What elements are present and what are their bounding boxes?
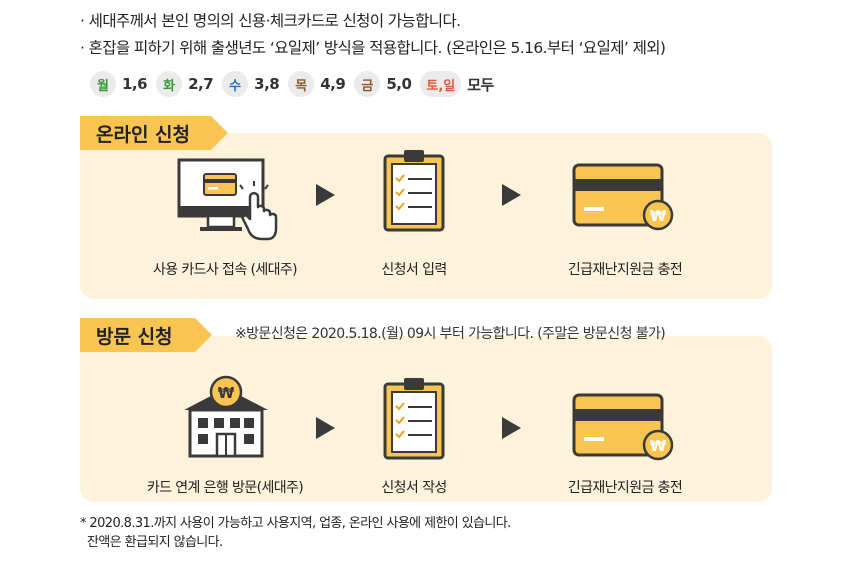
svg-text:₩: ₩ <box>650 437 667 455</box>
online-tab-title: 온라인 신청 <box>80 116 228 150</box>
weekday-wed: 수 3,8 <box>222 71 280 97</box>
bank-icon: ₩ <box>184 375 268 458</box>
day-numbers: 3,8 <box>254 75 280 93</box>
day-badge: 월 <box>90 71 116 97</box>
weekday-schedule: 월 1,6 화 2,7 수 3,8 목 4,9 금 5,0 토,일 모두 <box>90 70 503 98</box>
computer-click-icon <box>177 158 278 241</box>
day-badge: 수 <box>222 71 249 97</box>
svg-text:₩: ₩ <box>650 207 667 225</box>
weekend: 토,일 모두 <box>420 71 494 97</box>
card-icon: ₩ <box>572 163 674 231</box>
day-numbers: 5,0 <box>386 75 412 93</box>
online-step-label: 사용 카드사 접속 (세대주) <box>152 262 298 278</box>
clipboard-icon <box>383 150 445 232</box>
online-step-label: 신청서 입력 <box>381 262 447 278</box>
notes: · 세대주께서 본인 명의의 신용·체크카드로 신청이 가능합니다. · 혼잡을… <box>80 8 666 62</box>
day-numbers: 2,7 <box>188 75 214 93</box>
footnote-line: * 2020.8.31.까지 사용이 가능하고 사용지역, 업종, 온라인 사용… <box>80 516 511 531</box>
arrow-right-icon <box>502 184 521 206</box>
day-badge: 토,일 <box>420 71 462 97</box>
day-numbers: 1,6 <box>122 75 148 93</box>
clipboard-icon <box>383 378 445 460</box>
day-numbers: 모두 <box>467 75 494 94</box>
weekday-mon: 월 1,6 <box>90 71 148 97</box>
visit-step-label: 카드 연계 은행 방문(세대주) <box>146 480 304 496</box>
note-line: · 혼잡을 피하기 위해 출생년도 ‘요일제’ 방식을 적용합니다. (온라인은… <box>80 39 666 57</box>
weekday-tue: 화 2,7 <box>156 71 214 97</box>
weekday-fri: 금 5,0 <box>354 71 412 97</box>
visit-step-label: 긴급재난지원금 충전 <box>567 480 683 496</box>
note-line: · 세대주께서 본인 명의의 신용·체크카드로 신청이 가능합니다. <box>80 12 461 30</box>
visit-note: ※방문신청은 2020.5.18.(월) 09시 부터 가능합니다. (주말은 … <box>235 326 666 342</box>
arrow-right-icon <box>502 417 521 439</box>
day-numbers: 4,9 <box>320 75 346 93</box>
arrow-right-icon <box>316 184 335 206</box>
visit-tab-title: 방문 신청 <box>80 318 212 352</box>
visit-step-label: 신청서 작성 <box>381 480 447 496</box>
footnote: * 2020.8.31.까지 사용이 가능하고 사용지역, 업종, 온라인 사용… <box>80 514 511 552</box>
day-badge: 금 <box>354 71 381 97</box>
day-badge: 화 <box>156 71 183 97</box>
card-icon: ₩ <box>572 393 674 461</box>
day-badge: 목 <box>288 71 315 97</box>
weekday-thu: 목 4,9 <box>288 71 346 97</box>
svg-text:₩: ₩ <box>218 384 235 402</box>
footnote-line: 잔액은 환급되지 않습니다. <box>87 535 223 550</box>
arrow-right-icon <box>316 417 335 439</box>
online-step-label: 긴급재난지원금 충전 <box>567 262 683 278</box>
